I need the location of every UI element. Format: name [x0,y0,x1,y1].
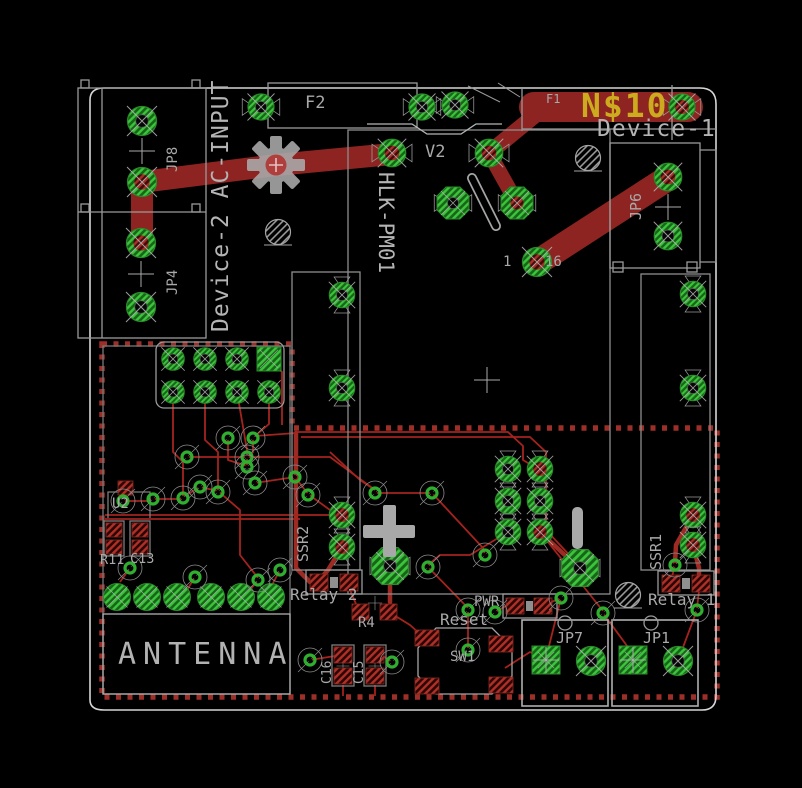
label-jp4: JP4 [165,269,181,295]
label-jp7: JP7 [556,629,584,647]
silkscreen [77,79,717,707]
label-reset: Reset [440,610,489,629]
board-outline[interactable] [89,87,717,711]
through-hole-pads[interactable] [104,92,707,677]
label-ssr2: SSR2 [294,525,312,562]
label-ssr1: SSR1 [647,533,665,570]
polarity-symbols [363,505,583,557]
label-hlk: HLK-PM01 [374,172,398,274]
label-c15: C15 [352,660,367,684]
label-antenna: ANTENNA [118,637,294,672]
label-relay2: Relay 2 [290,585,358,604]
label-net-n10: N$10 [581,86,669,125]
label-u2: U2 [112,496,129,512]
label-c13: C13 [130,551,155,567]
label-sw1: SW1 [450,649,476,665]
label-relay1: Relay 1 [648,590,716,609]
smd-pads[interactable] [105,480,711,695]
label-jp1: JP1 [643,629,671,647]
label-c16: C16 [320,660,335,684]
label-device2: Device-2 AC-INPUT [208,79,234,332]
gear-icon [247,136,305,194]
label-device1: Device-1 [597,116,716,142]
label-v2: V2 [425,142,446,162]
label-f2: F2 [305,93,326,113]
label-pin16: 16 [545,254,562,270]
label-pin1: 1 [503,254,512,270]
label-pwr: PWR [474,594,500,610]
label-f1: F1 [546,92,561,106]
label-r11: R11 [100,552,125,568]
label-jp6: JP6 [627,192,645,220]
label-r4: R4 [358,615,375,631]
label-jp8: JP8 [165,146,181,172]
